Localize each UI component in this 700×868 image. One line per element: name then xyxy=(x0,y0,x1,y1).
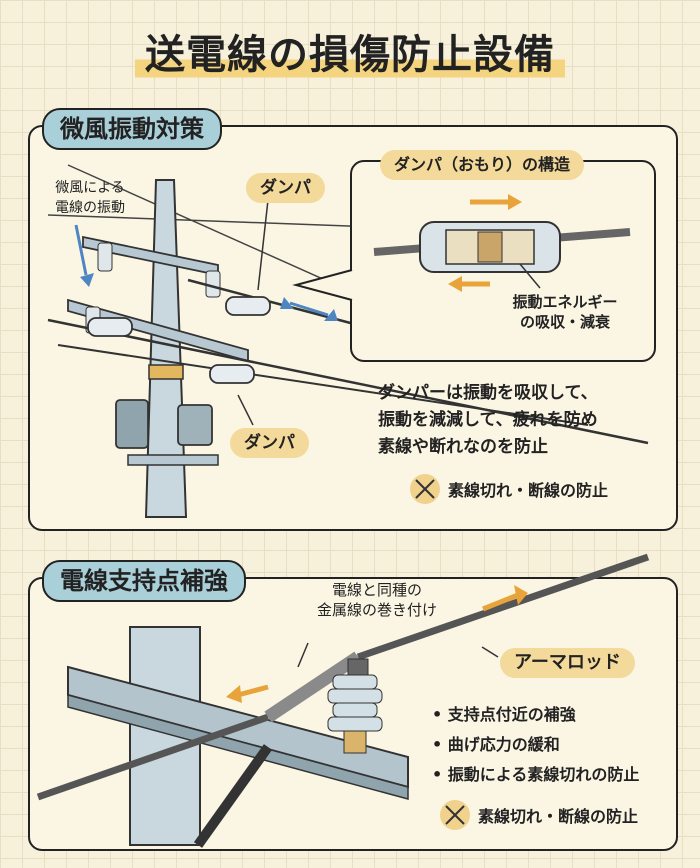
section2-label: 電線支持点補強 xyxy=(42,560,246,602)
damper-label-top: ダンパ xyxy=(246,173,325,203)
bullet-item: 支持点付近の補強 xyxy=(432,700,639,730)
title-area: 送電線の損傷防止設備 xyxy=(0,28,700,82)
pole-illustration xyxy=(47,164,649,518)
section2-bullets: 支持点付近の補強 曲げ応力の緩和 振動による素線切れの防止 xyxy=(432,700,640,790)
damper-label-bottom: ダンパ xyxy=(230,428,309,458)
armor-rod-illustration xyxy=(36,553,650,848)
wrap-note-text: 電線と同種の 金属線の巻き付け xyxy=(316,581,437,619)
section1-label: 微風振動対策 xyxy=(42,108,222,150)
broken-wire-icon xyxy=(410,474,440,504)
page-title: 送電線の損傷防止設備 xyxy=(135,28,565,82)
armor-rod-label: アーマロッド xyxy=(500,648,635,678)
section1-description: ダンパーは振動を吸収して、 振動を減減して、疲れを防め 素線や断れなのを防止 xyxy=(378,383,598,457)
section1-effect-text: 素線切れ・断線の防止 xyxy=(448,481,609,500)
wrap-note: 電線と同種の 金属線の巻き付け xyxy=(292,580,462,620)
damper-structure-illustration xyxy=(373,194,631,292)
absorb-note-text: 振動エネルギー の吸収・減衰 xyxy=(512,293,618,331)
bullet-item: 振動による素線切れの防止 xyxy=(432,760,640,790)
section2-effect: 素線切れ・断線の防止 xyxy=(440,800,638,830)
bullet-item: 曲げ応力の緩和 xyxy=(432,730,639,760)
section1-effect: 素線切れ・断線の防止 xyxy=(410,474,608,504)
callout-title: ダンパ（おもり）の構造 xyxy=(380,150,585,180)
vibration-note-text: 微風による 電線の振動 xyxy=(55,180,125,216)
section2-effect-text: 素線切れ・断線の防止 xyxy=(478,807,639,826)
absorb-note: 振動エネルギー の吸収・減衰 xyxy=(490,292,640,332)
broken-wire-icon xyxy=(440,800,470,830)
vibration-note: 微風による 電線の振動 xyxy=(42,178,138,218)
